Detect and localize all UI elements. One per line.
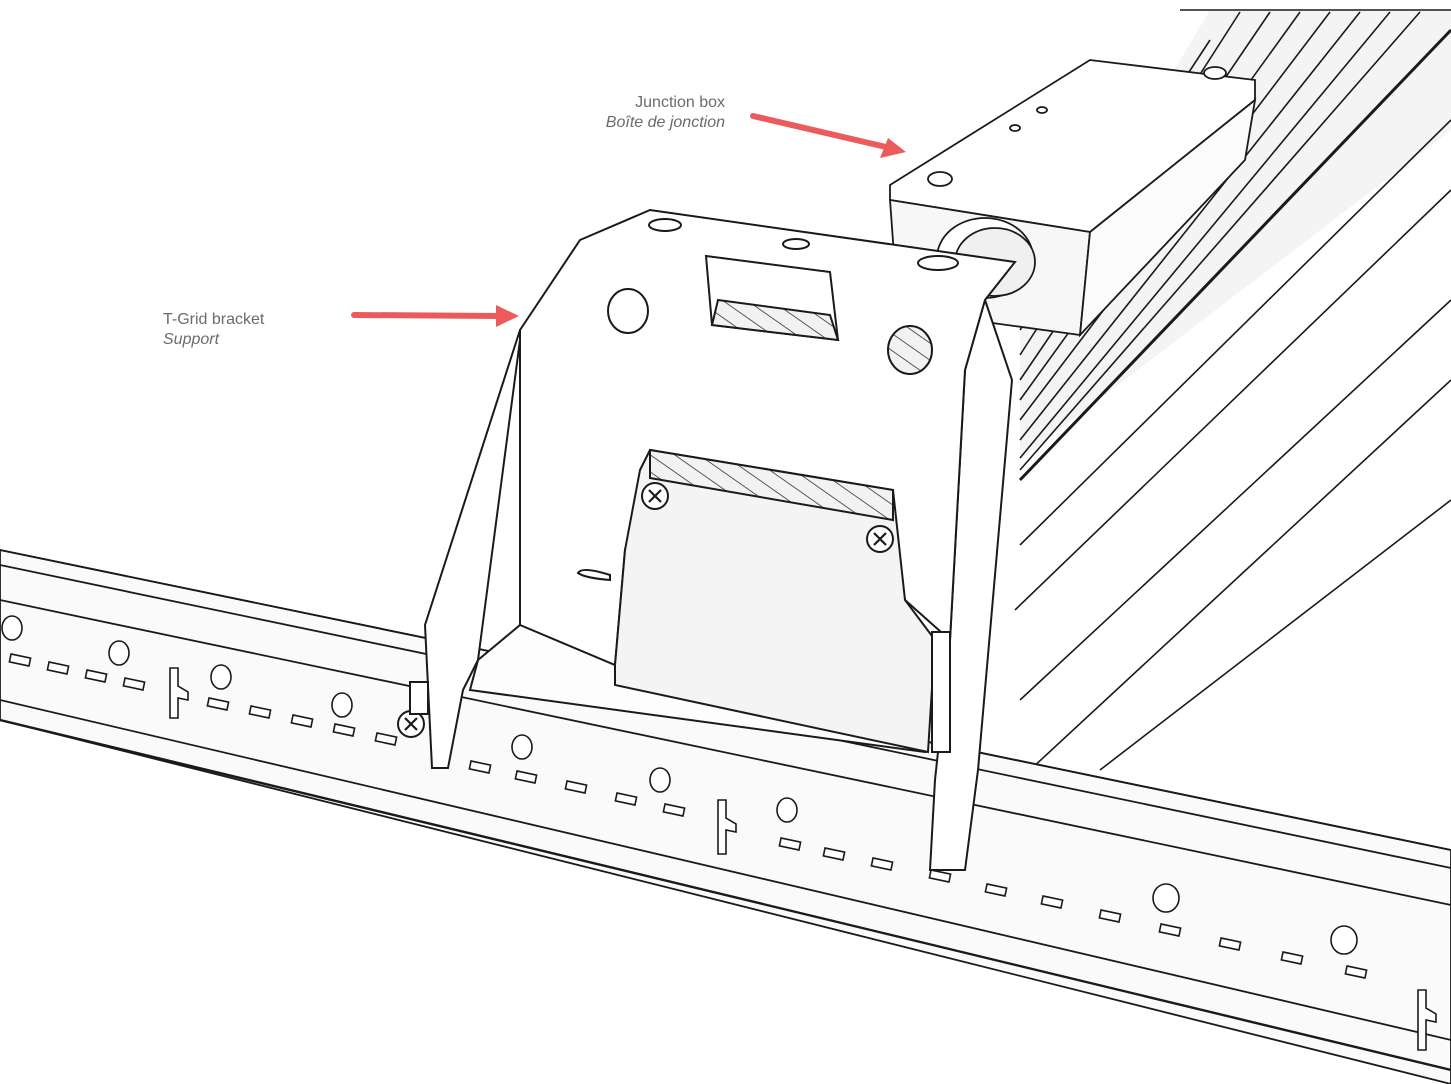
callout-arrows: [351, 113, 906, 327]
arrow-junction-box: [750, 113, 906, 158]
junction-box-label-en: Junction box: [635, 94, 725, 111]
t-grid-bracket-label-en: T-Grid bracket: [163, 311, 265, 328]
callout-t-grid-bracket: T-Grid bracket Support: [163, 310, 343, 350]
arrow-t-grid-bracket: [351, 305, 519, 327]
junction-box-label-fr: Boîte de jonction: [605, 114, 725, 131]
t-grid-bracket: [397, 208, 1017, 871]
rail-perforations: [1, 615, 1437, 1051]
fixture-rail: [1014, 9, 1451, 771]
callout-junction-box: Junction box Boîte de jonction: [560, 93, 725, 133]
t-grid-bracket-label-fr: Support: [163, 331, 220, 348]
